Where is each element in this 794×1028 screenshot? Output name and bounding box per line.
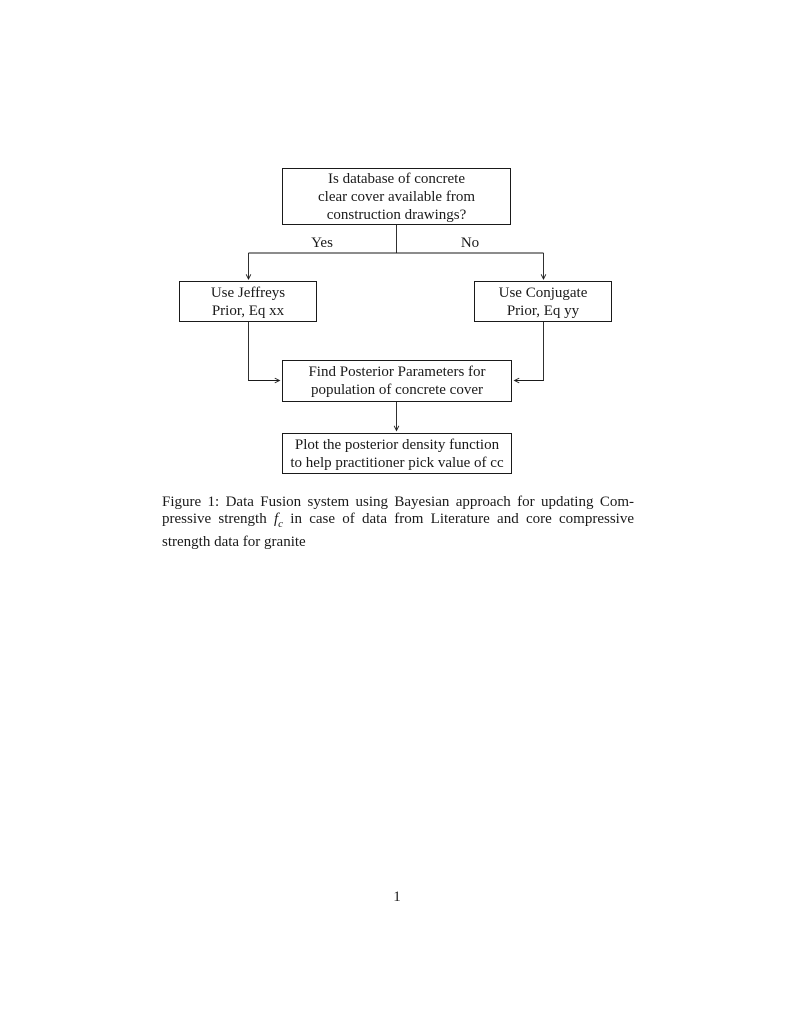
edge-label-yes: Yes bbox=[311, 235, 333, 251]
flowchart-box-decision: Is database of concrete clear cover avai… bbox=[282, 168, 511, 225]
connector-conjugate-to-posterior bbox=[513, 322, 544, 384]
math-f-base: f bbox=[273, 511, 279, 528]
page-number: 1 bbox=[393, 889, 401, 905]
flowchart-box-plot-density: Plot the posterior density function to h… bbox=[282, 433, 512, 474]
flowchart-box-posterior-parameters: Find Posterior Parameters for population… bbox=[282, 360, 512, 402]
math-c-subscript: c bbox=[278, 518, 284, 531]
box-text-line: Find Posterior Parameters for bbox=[308, 364, 486, 380]
box-text-line: construction drawings? bbox=[326, 206, 467, 223]
box-text-line: to help practitioner pick value of cc bbox=[290, 454, 504, 471]
edge-label-no: No bbox=[460, 235, 480, 251]
box-text-line: Prior, Eq yy bbox=[506, 302, 580, 319]
connector-jeffreys-to-posterior bbox=[248, 322, 281, 384]
box-text-line: Plot the posterior density function bbox=[294, 436, 500, 453]
math-fc-symbol: fc bbox=[273, 511, 284, 531]
flowchart-connectors bbox=[245, 225, 547, 432]
box-text-line: Prior, Eq xx bbox=[211, 302, 285, 319]
flowchart-box-jeffreys-prior: Use Jeffreys Prior, Eq xx bbox=[179, 281, 317, 322]
box-text-line: Is database of concrete bbox=[327, 170, 465, 187]
box-text-line: clear cover available from bbox=[318, 188, 475, 205]
box-text-line: Use Conjugate bbox=[498, 284, 588, 301]
box-text-line: Use Jeffreys bbox=[210, 284, 286, 301]
caption-line-2: pressive strength fc in case of data fro… bbox=[162, 511, 634, 533]
caption-line-2-text: pressive strength bbox=[162, 511, 267, 528]
caption-line-3: strength data for granite bbox=[162, 533, 306, 550]
figure-caption: Figure 1: Data Fusion system using Bayes… bbox=[162, 494, 634, 551]
flowchart-figure: Is database of concrete clear cover avai… bbox=[0, 0, 794, 490]
caption-line-2-text: in case of data from Literature and core… bbox=[290, 511, 634, 528]
box-text-line: population of concrete cover bbox=[310, 382, 483, 398]
caption-line-1: Figure 1: Data Fusion system using Bayes… bbox=[162, 494, 634, 510]
flowchart-box-conjugate-prior: Use Conjugate Prior, Eq yy bbox=[474, 281, 612, 322]
